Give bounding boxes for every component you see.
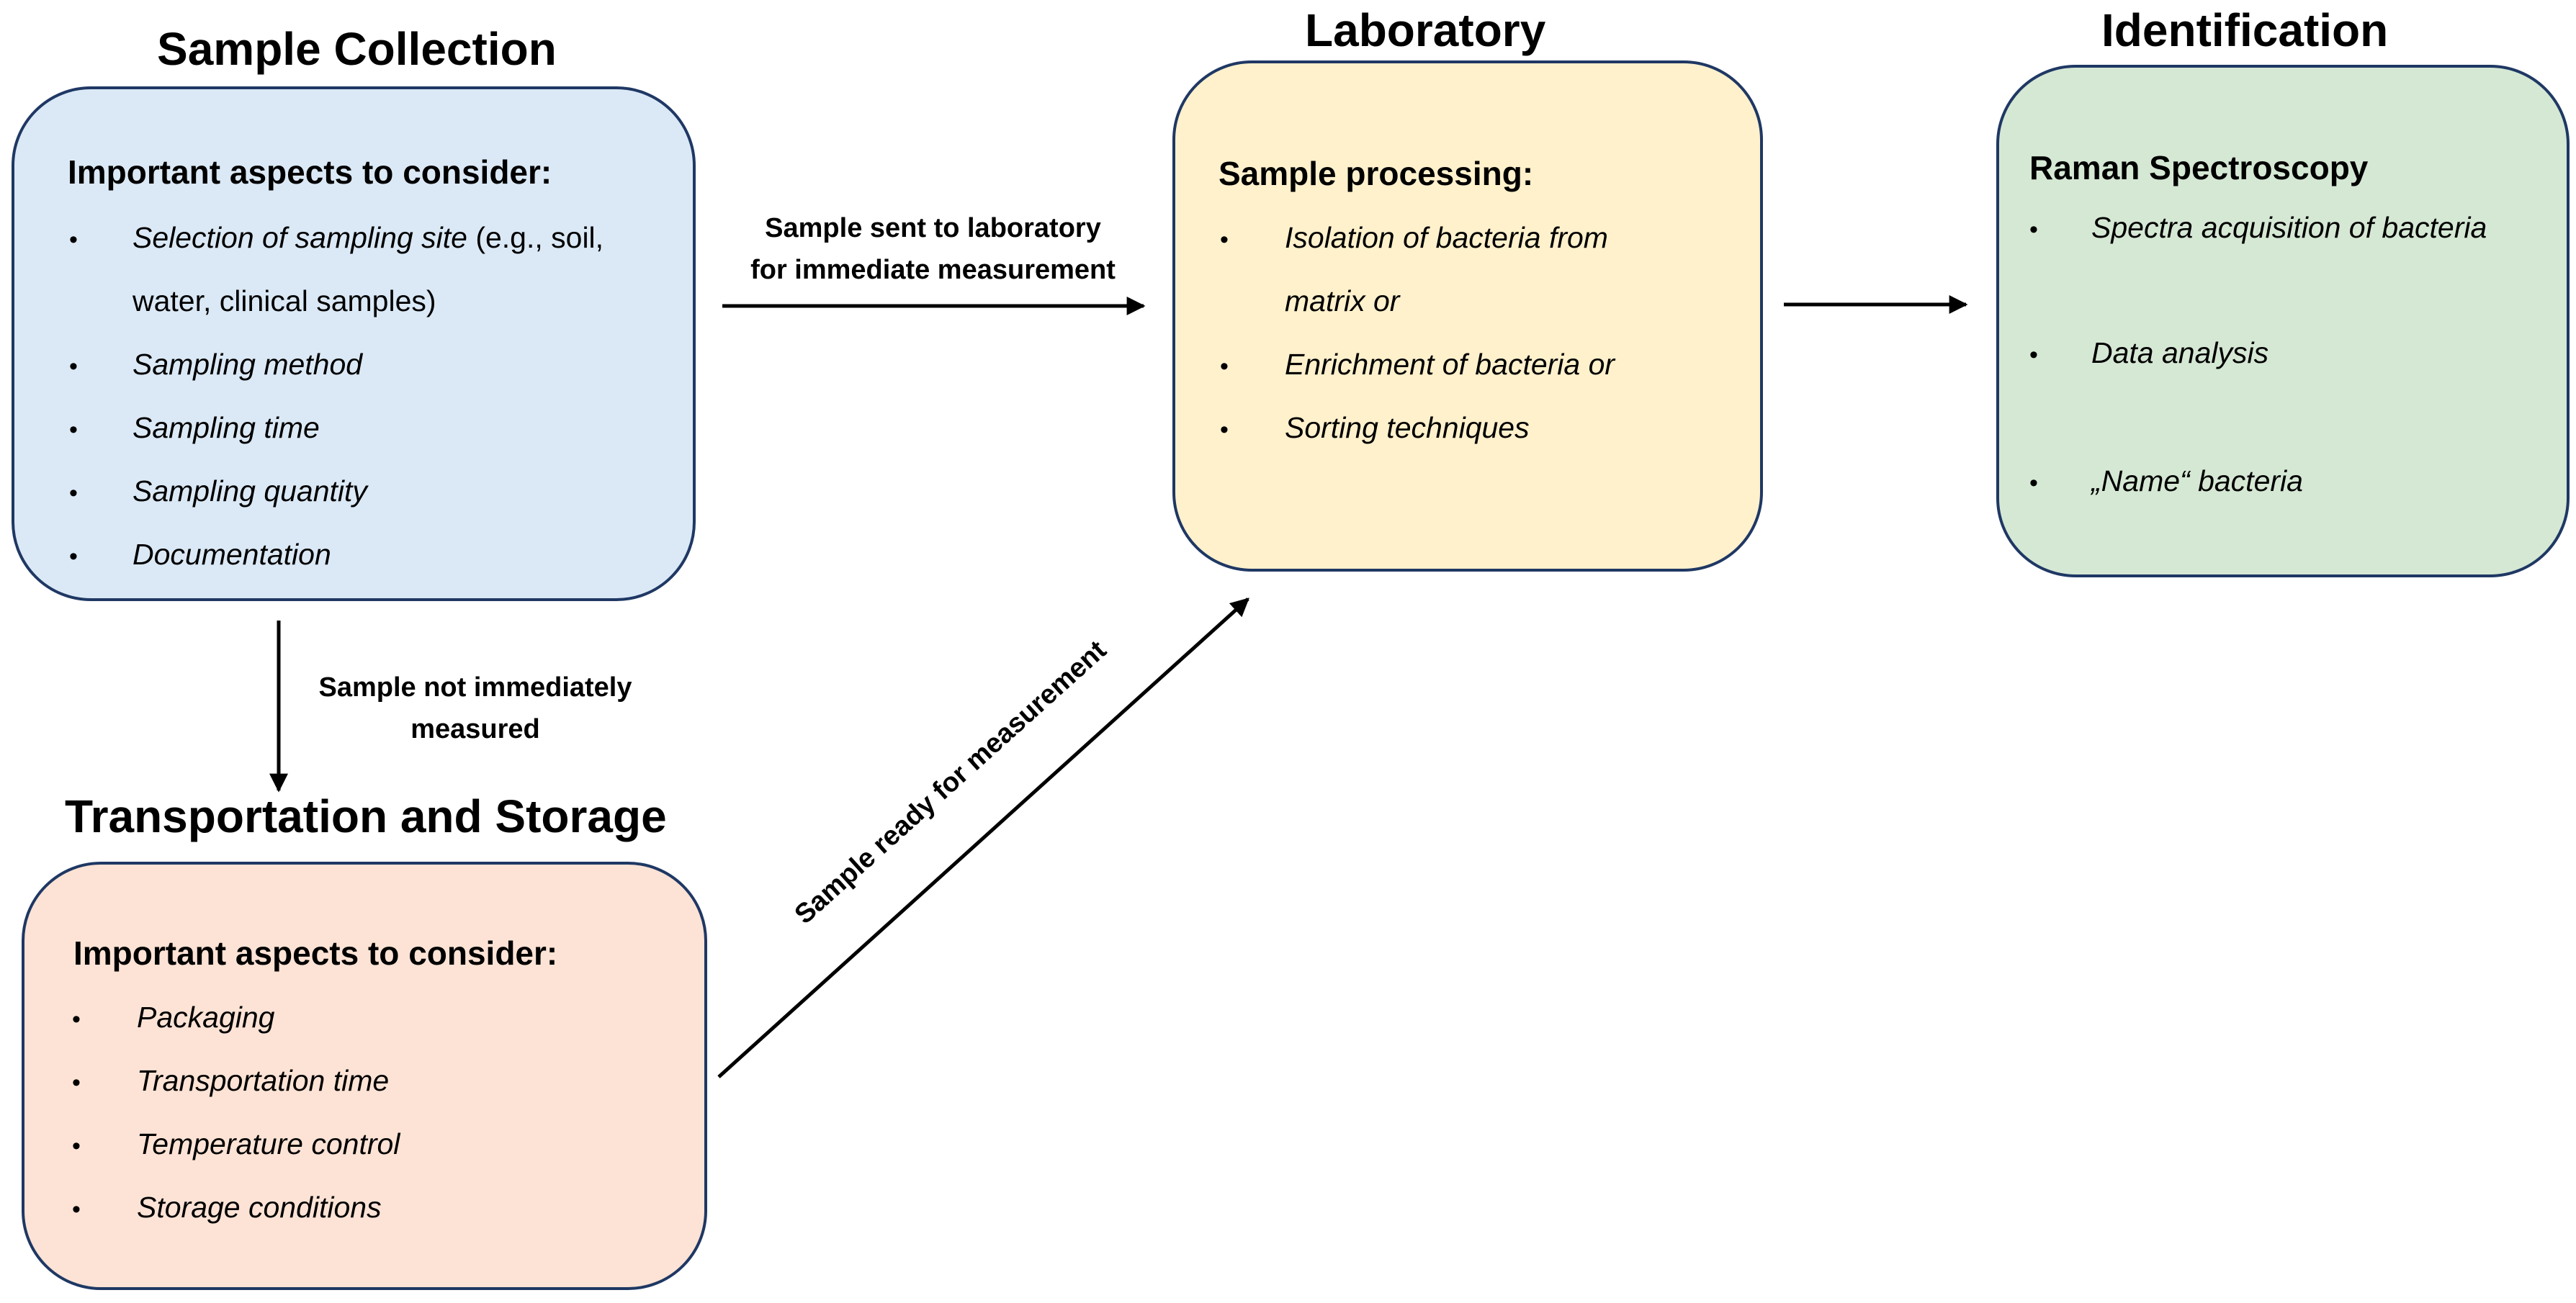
list-item-continuation: matrix or [1285,284,1400,317]
bullet: • [1220,416,1229,443]
bullet: • [1220,353,1229,380]
identification-box: Raman Spectroscopy • Spectra acquisition… [1996,65,2570,577]
item-rest: bacteria [2189,464,2303,497]
bullet: • [2029,469,2038,497]
list-item: Temperature control [137,1127,400,1160]
bullet: • [69,479,78,507]
bullet: • [2029,216,2038,243]
list-item: Selection of sampling site (e.g., soil, [133,223,603,253]
box-title: Important aspects to consider: [68,153,552,191]
list-item: „Name“ bacteria [2091,466,2303,496]
bullet: • [69,416,78,443]
heading-laboratory: Laboratory [1305,4,1546,56]
bullet: • [72,1132,81,1160]
box-title: Important aspects to consider: [73,934,558,972]
transport-storage-box: Important aspects to consider: • Packagi… [22,862,707,1290]
heading-sample-collection: Sample Collection [157,23,557,75]
arrow-label-to-storage: Sample not immediately measured [295,667,655,750]
list-item: Enrichment of bacteria or [1285,348,1615,381]
bullet: • [69,353,78,380]
label-line: measured [410,714,540,744]
bullet: • [72,1006,81,1033]
item-rest: (e.g., soil, [467,221,604,254]
item-italic: „Name“ [2091,464,2190,497]
list-item: Transportation time [137,1064,390,1097]
bullet: • [2029,341,2038,369]
bullet: • [1220,226,1229,253]
list-item: Isolation of bacteria from [1285,221,1608,254]
list-item: Sampling method [133,348,363,381]
label-line: Sample sent to laboratory [765,213,1101,243]
list-item: Packaging [137,1001,275,1034]
arrow-label-to-lab: Sample sent to laboratory for immediate … [722,207,1144,291]
list-item-continuation: water, clinical samples) [133,284,436,317]
laboratory-box: Sample processing: • Isolation of bacter… [1172,60,1763,572]
list-item: Sampling quantity [133,474,367,508]
list-item: Sampling time [133,411,320,444]
box-title: Sample processing: [1219,155,1534,192]
label-line: for immediate measurement [750,255,1116,285]
list-item: Data analysis [2091,336,2269,369]
bullet: • [72,1069,81,1096]
arrow-storage-to-lab [717,598,1249,1078]
heading-identification: Identification [2101,4,2389,56]
item-italic: Selection of sampling site [133,221,467,254]
label-line: Sample not immediately [318,672,632,703]
box-title: Raman Spectroscopy [2029,149,2369,186]
list-item: Sorting techniques [1285,411,1530,444]
sample-collection-box: Important aspects to consider: • Selecti… [12,86,696,601]
list-item: Storage conditions [137,1191,382,1224]
bullet: • [69,543,78,570]
bullet: • [72,1196,81,1223]
list-item: Documentation [133,538,331,571]
list-item: Spectra acquisition of bacteria [2091,211,2487,244]
heading-transport-storage: Transportation and Storage [65,790,667,842]
bullet: • [69,226,78,253]
